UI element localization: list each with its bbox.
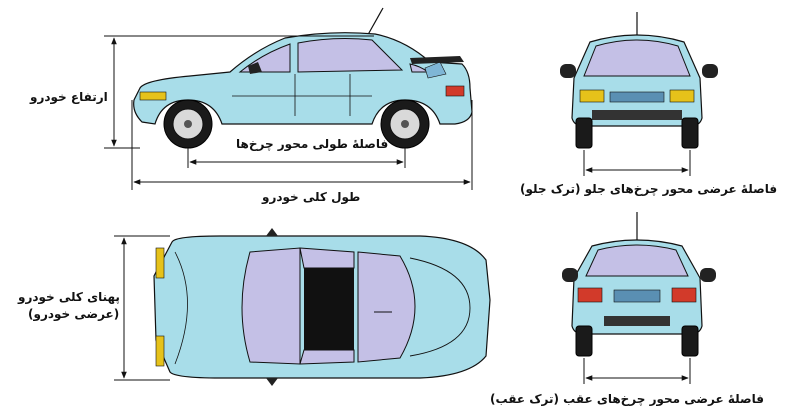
overall-width-sub-label: (عرضی خودرو) bbox=[28, 307, 120, 321]
overall-length-dimension bbox=[131, 100, 473, 190]
front-track-label: فاصلهٔ عرضی محور چرخ‌های جلو (ترک جلو) bbox=[520, 182, 778, 196]
car-rear-view bbox=[562, 212, 716, 357]
rear-track-dimension bbox=[583, 358, 691, 384]
car-front-view bbox=[560, 12, 718, 149]
wheelbase-label: فاصلهٔ طولی محور چرخ‌ها bbox=[236, 137, 389, 151]
overall-width-label: پهنای کلی خودرو bbox=[18, 290, 120, 304]
wheelbase-dimension bbox=[187, 148, 406, 168]
front-track-dimension bbox=[583, 150, 691, 176]
car-top-view bbox=[153, 228, 491, 386]
car-side-view bbox=[133, 7, 473, 149]
height-dimension bbox=[104, 35, 374, 149]
overall-width-dimension bbox=[114, 235, 170, 381]
overall-length-label: طول کلی خودرو bbox=[262, 190, 361, 204]
rear-track-label: فاصلهٔ عرضی محور چرخ‌های عقب (ترک عقب) bbox=[490, 392, 764, 406]
height-label: ارتفاع خودرو bbox=[30, 90, 108, 104]
